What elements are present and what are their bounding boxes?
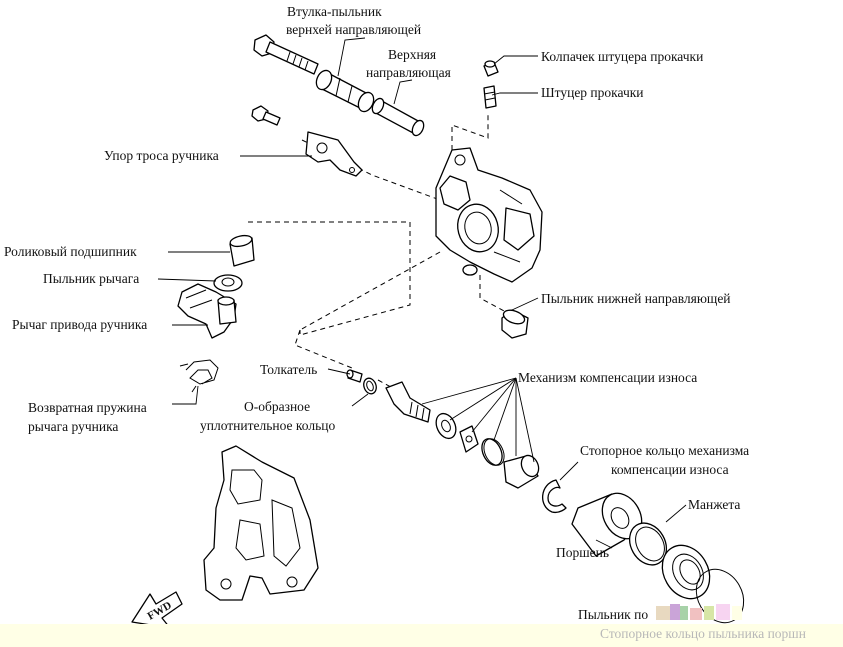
cable-stop-bolt — [251, 105, 281, 126]
label-piston: Поршень — [556, 545, 609, 560]
label-adjuster-snap-ring-1: Стопорное кольцо механизма — [580, 443, 749, 458]
label-adjuster-snap-ring-2: компенсации износа — [611, 462, 729, 477]
label-piston-boot: Пыльник по — [578, 607, 648, 622]
image-artifact — [656, 604, 742, 620]
label-return-spring-1: Возвратная пружина — [28, 400, 147, 415]
label-upper-guide-1: Верхняя — [388, 47, 436, 62]
footer-band — [0, 624, 843, 647]
label-upper-guide-2: направляющая — [366, 65, 451, 80]
label-lever-boot: Пыльник рычага — [43, 271, 139, 286]
caliper-bracket — [203, 445, 319, 601]
caliper-body — [435, 147, 543, 283]
fwd-arrow-icon: FWD — [131, 591, 183, 629]
piston — [571, 492, 643, 557]
label-bleeder: Штуцер прокачки — [541, 85, 644, 100]
footer-caption: Стопорное кольцо пыльника поршн — [600, 626, 806, 641]
upper-guide-pin — [371, 97, 425, 137]
label-upper-guide-boot-1: Втулка-пыльник — [287, 4, 382, 19]
adjuster-spring — [481, 438, 505, 466]
piston-seal — [628, 522, 668, 566]
label-lower-guide-boot: Пыльник нижней направляющей — [541, 291, 731, 306]
label-pushrod: Толкатель — [260, 362, 317, 377]
adjuster-washer — [435, 412, 457, 440]
assembly-dashed-lines — [248, 112, 507, 393]
adjuster-nut — [503, 454, 540, 489]
o-ring — [363, 377, 377, 395]
lever-boot — [213, 274, 243, 292]
label-roller-bearing: Роликовый подшипник — [4, 244, 137, 259]
adjuster-snap-ring — [542, 479, 567, 514]
adjuster-spindle — [385, 381, 431, 423]
label-o-ring-1: О-образное — [244, 399, 310, 414]
piston-boot — [661, 544, 711, 600]
label-o-ring-2: уплотнительное кольцо — [200, 418, 335, 433]
bleeder-screw — [483, 85, 497, 109]
label-parking-lever: Рычаг привода ручника — [12, 317, 147, 332]
label-cable-stop: Упор троса ручника — [104, 148, 219, 163]
cable-stop-bracket — [305, 131, 363, 177]
label-seal: Манжета — [688, 497, 740, 512]
bleeder-cap — [483, 60, 499, 77]
label-upper-guide-boot-2: вернхей направляющей — [286, 22, 421, 37]
label-adjuster: Механизм компенсации износа — [518, 370, 697, 385]
lower-guide-boot — [501, 309, 529, 339]
label-return-spring-2: рычага ручника — [28, 419, 118, 434]
leader-lines — [157, 37, 687, 549]
upper-guide-bolt — [253, 34, 319, 75]
label-bleeder-cap: Колпачек штуцера прокачки — [541, 49, 703, 64]
return-spring — [179, 359, 219, 393]
pushrod — [346, 369, 363, 383]
boot-snap-ring — [695, 568, 745, 624]
adjuster-plate — [459, 425, 479, 453]
parking-lever — [177, 283, 237, 339]
part-labels: Втулка-пыльник вернхей направляющей Верх… — [4, 4, 749, 622]
roller-bearing — [229, 234, 255, 267]
